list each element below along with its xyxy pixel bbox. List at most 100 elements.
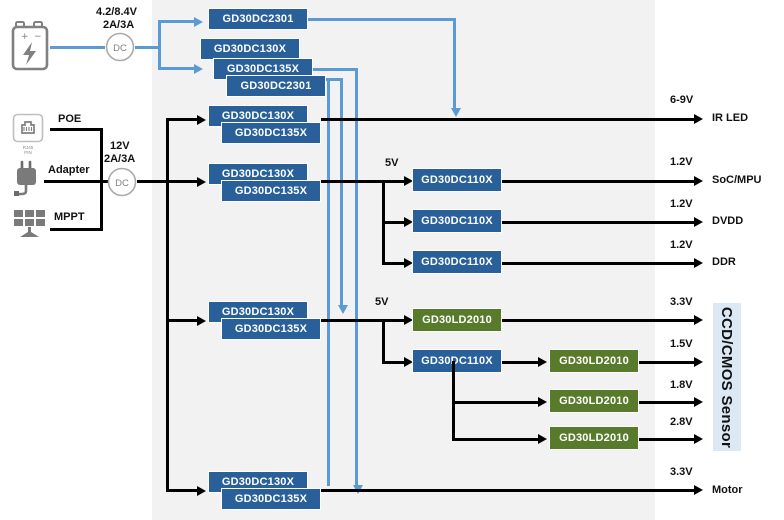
chip-motor-dc135x[interactable]: GD30DC135X bbox=[221, 488, 321, 510]
adapter-icon bbox=[12, 160, 46, 198]
soc-to-110x-2-wire bbox=[382, 221, 407, 224]
mppt-wire bbox=[50, 228, 102, 231]
soc-to-110x-3-arrow bbox=[404, 258, 413, 268]
chip-irled-dc135x[interactable]: GD30DC135X bbox=[221, 122, 321, 144]
mppt-label: MPPT bbox=[54, 211, 85, 223]
chip-sensor-ld2010-2[interactable]: GD30LD2010 bbox=[549, 389, 639, 413]
battery-voltage-label: 4.2/8.4V bbox=[96, 6, 137, 18]
chip-top-dc2301-a[interactable]: GD30DC2301 bbox=[208, 8, 308, 30]
chip-soc-dc130x[interactable]: GD30DC130X bbox=[208, 163, 308, 185]
sensor-18v-voltage-label: 1.8V bbox=[670, 379, 693, 391]
battery-dc-converter: DC bbox=[105, 32, 135, 62]
irled-voltage-label: 6-9V bbox=[670, 94, 694, 106]
dc135x-down-wire bbox=[355, 68, 358, 488]
sensor-to-ld2010-arrow bbox=[404, 315, 413, 325]
irled-load-label: IR LED bbox=[712, 112, 749, 124]
sensor-18v-out-wire bbox=[639, 401, 697, 404]
bus-to-motor-wire bbox=[166, 489, 199, 492]
svg-text:−: − bbox=[34, 32, 42, 42]
battery-wire bbox=[50, 46, 105, 49]
rj45-icon bbox=[12, 113, 44, 143]
ddr-load-label: DDR bbox=[712, 256, 736, 268]
chip-sensor-dc130x[interactable]: GD30DC130X bbox=[208, 301, 308, 323]
dc2301a-out-wire bbox=[308, 18, 456, 21]
sensor-to-110x-wire bbox=[382, 361, 407, 364]
soc-out-wire bbox=[502, 180, 697, 183]
bus-to-irled-wire bbox=[166, 118, 199, 121]
sensor-28v-voltage-label: 2.8V bbox=[670, 416, 693, 428]
sensor-to-ld2010-wire bbox=[382, 319, 407, 322]
main-current-label: 2A/3A bbox=[104, 153, 136, 165]
sensor-rail-wire bbox=[321, 319, 384, 322]
main-bus-wire bbox=[137, 180, 169, 183]
dc2301b-out-wire bbox=[326, 78, 342, 81]
main-bus-vertical bbox=[166, 118, 169, 490]
battery-to-dc135x-wire bbox=[158, 67, 196, 70]
adapter-label: Adapter bbox=[48, 164, 90, 176]
chip-soc-110x-1[interactable]: GD30DC110X bbox=[412, 168, 502, 192]
sensor-33v-out-arrow bbox=[694, 315, 703, 325]
soc-to-110x-3-wire bbox=[382, 262, 407, 265]
chip-sensor-dc135x[interactable]: GD30DC135X bbox=[221, 318, 321, 340]
sensor-to-110x-arrow bbox=[404, 357, 413, 367]
motor-load-label: Motor bbox=[712, 484, 743, 496]
chip-top-dc130x[interactable]: GD30DC130X bbox=[200, 38, 300, 60]
main-voltage-label: 12V bbox=[110, 140, 130, 152]
adapter-wire bbox=[44, 180, 102, 183]
sensor-28v-out-wire bbox=[639, 438, 697, 441]
chip-motor-dc130x[interactable]: GD30DC130X bbox=[208, 471, 308, 493]
svg-text:DC: DC bbox=[115, 178, 129, 189]
irled-out-arrow bbox=[694, 114, 703, 124]
soc-rail-label: 5V bbox=[385, 157, 399, 169]
battery-icon: + − bbox=[10, 20, 50, 72]
sensor-33v-out-wire bbox=[502, 319, 697, 322]
chip-sensor-110x[interactable]: GD30DC110X bbox=[412, 349, 502, 373]
battery-to-dc135x-arrow bbox=[194, 64, 203, 74]
sensor-15v-out-wire bbox=[639, 361, 697, 364]
dc2301a-down-wire bbox=[453, 18, 456, 110]
ddr-out-arrow bbox=[694, 258, 703, 268]
dc130x-down-wire bbox=[327, 78, 330, 486]
motor-out-wire bbox=[321, 489, 697, 492]
sensor-18v-out-arrow bbox=[694, 397, 703, 407]
ddr-voltage-label: 1.2V bbox=[670, 239, 693, 251]
bus-to-sensor-arrow bbox=[197, 316, 206, 326]
dvdd-out-arrow bbox=[694, 217, 703, 227]
irled-out-wire bbox=[321, 118, 697, 121]
bus-to-soc-arrow bbox=[197, 177, 206, 187]
sensor-28v-out-arrow bbox=[694, 434, 703, 444]
dvdd-out-wire bbox=[502, 221, 697, 224]
sensor-33v-voltage-label: 3.3V bbox=[670, 296, 693, 308]
chip-top-dc2301-b[interactable]: GD30DC2301 bbox=[226, 75, 326, 97]
main-dc-converter: DC bbox=[107, 167, 137, 197]
soc-load-label: SoC/MPU bbox=[712, 174, 762, 186]
chip-sensor-ld2010-direct[interactable]: GD30LD2010 bbox=[412, 308, 502, 332]
chip-sensor-ld2010-1[interactable]: GD30LD2010 bbox=[549, 349, 639, 373]
soc-to-110x-2-arrow bbox=[404, 217, 413, 227]
bus-to-sensor-wire bbox=[166, 319, 199, 322]
chip-soc-110x-3[interactable]: GD30DC110X bbox=[412, 250, 502, 274]
ddr-out-wire bbox=[502, 262, 697, 265]
sensor-rail-vertical bbox=[382, 319, 385, 362]
sensor-110x-to-ldo2-arrow bbox=[538, 397, 547, 407]
soc-to-110x-1-arrow bbox=[404, 176, 413, 186]
bus-to-soc-wire bbox=[166, 180, 199, 183]
bus-to-motor-arrow bbox=[197, 486, 206, 496]
chip-sensor-ld2010-3[interactable]: GD30LD2010 bbox=[549, 426, 639, 450]
soc-out-arrow bbox=[694, 176, 703, 186]
dc2301b-down-wire bbox=[340, 78, 343, 308]
rj45-sub-label-line2: PIN bbox=[24, 150, 32, 155]
chip-irled-dc130x[interactable]: GD30DC130X bbox=[208, 105, 308, 127]
svg-text:+: + bbox=[21, 32, 29, 42]
ccd-cmos-sensor-block: CCD/CMOS Sensor bbox=[713, 303, 741, 451]
battery-out-wire bbox=[135, 46, 160, 49]
sensor-15v-out-arrow bbox=[694, 357, 703, 367]
sensor-110x-to-ldo2-wire bbox=[452, 401, 542, 404]
chip-top-dc135x[interactable]: GD30DC135X bbox=[213, 58, 313, 80]
chip-soc-dc135x[interactable]: GD30DC135X bbox=[221, 180, 321, 202]
chip-soc-110x-2[interactable]: GD30DC110X bbox=[412, 209, 502, 233]
ccd-cmos-sensor-label: CCD/CMOS Sensor bbox=[718, 306, 736, 448]
dc2301a-down-arrow bbox=[451, 108, 461, 117]
sensor-rail-label: 5V bbox=[375, 296, 389, 308]
